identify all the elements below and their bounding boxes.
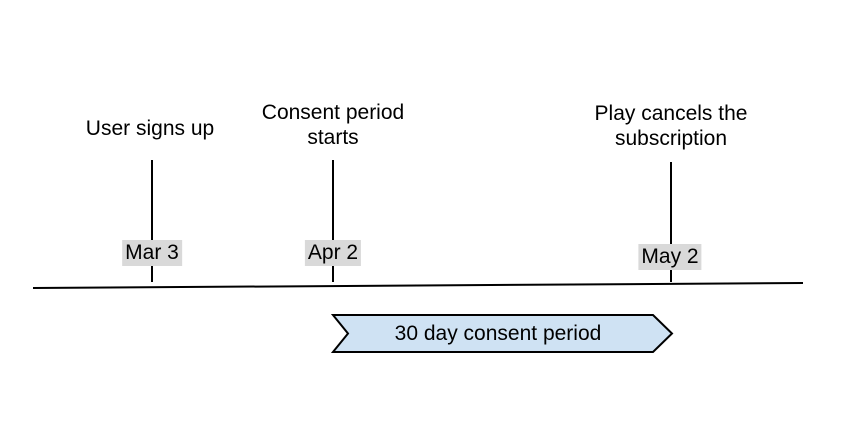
event-label-play-cancels-subscription: Play cancels the subscription — [594, 102, 748, 150]
event-label-consent-period-starts: Consent period starts — [261, 101, 405, 149]
consent-period-arrow-shape — [331, 314, 674, 353]
date-badge-apr-2: Apr 2 — [304, 240, 362, 266]
event-tick-apr-2 — [332, 160, 334, 282]
axis-line — [32, 282, 804, 289]
event-tick-may-2 — [670, 162, 672, 282]
consent-period-arrow-label: 30 day consent period — [394, 321, 602, 345]
event-tick-mar-3 — [151, 160, 153, 282]
event-label-user-signs-up: User signs up — [85, 117, 215, 140]
date-badge-may-2: May 2 — [638, 244, 702, 270]
banner-arrow-polygon — [331, 314, 674, 353]
date-badge-mar-3: Mar 3 — [122, 240, 182, 266]
